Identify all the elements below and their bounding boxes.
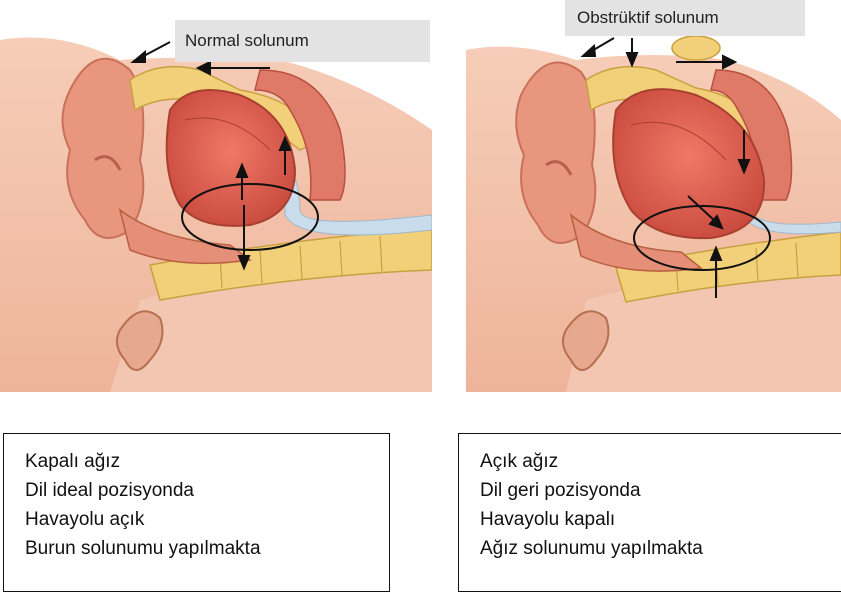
obstructive-breathing-illustration: Obstrüktif solunum (466, 0, 841, 392)
caption-line: Dil ideal pozisyonda (25, 476, 389, 505)
caption-line: Dil geri pozisyonda (480, 476, 841, 505)
caption-line: Havayolu açık (25, 505, 389, 534)
normal-breathing-title: Normal solunum (175, 20, 430, 62)
obstructive-breathing-caption: Açık ağız Dil geri pozisyonda Havayolu k… (458, 433, 841, 592)
obstructive-breathing-title: Obstrüktif solunum (565, 0, 805, 36)
caption-line: Kapalı ağız (25, 447, 389, 476)
caption-line: Açık ağız (480, 447, 841, 476)
caption-line: Burun solunumu yapılmakta (25, 534, 389, 563)
caption-line: Havayolu kapalı (480, 505, 841, 534)
caption-line: Ağız solunumu yapılmakta (480, 534, 841, 563)
normal-breathing-caption: Kapalı ağız Dil ideal pozisyonda Havayol… (3, 433, 390, 592)
normal-breathing-illustration: Normal solunum (0, 0, 432, 392)
